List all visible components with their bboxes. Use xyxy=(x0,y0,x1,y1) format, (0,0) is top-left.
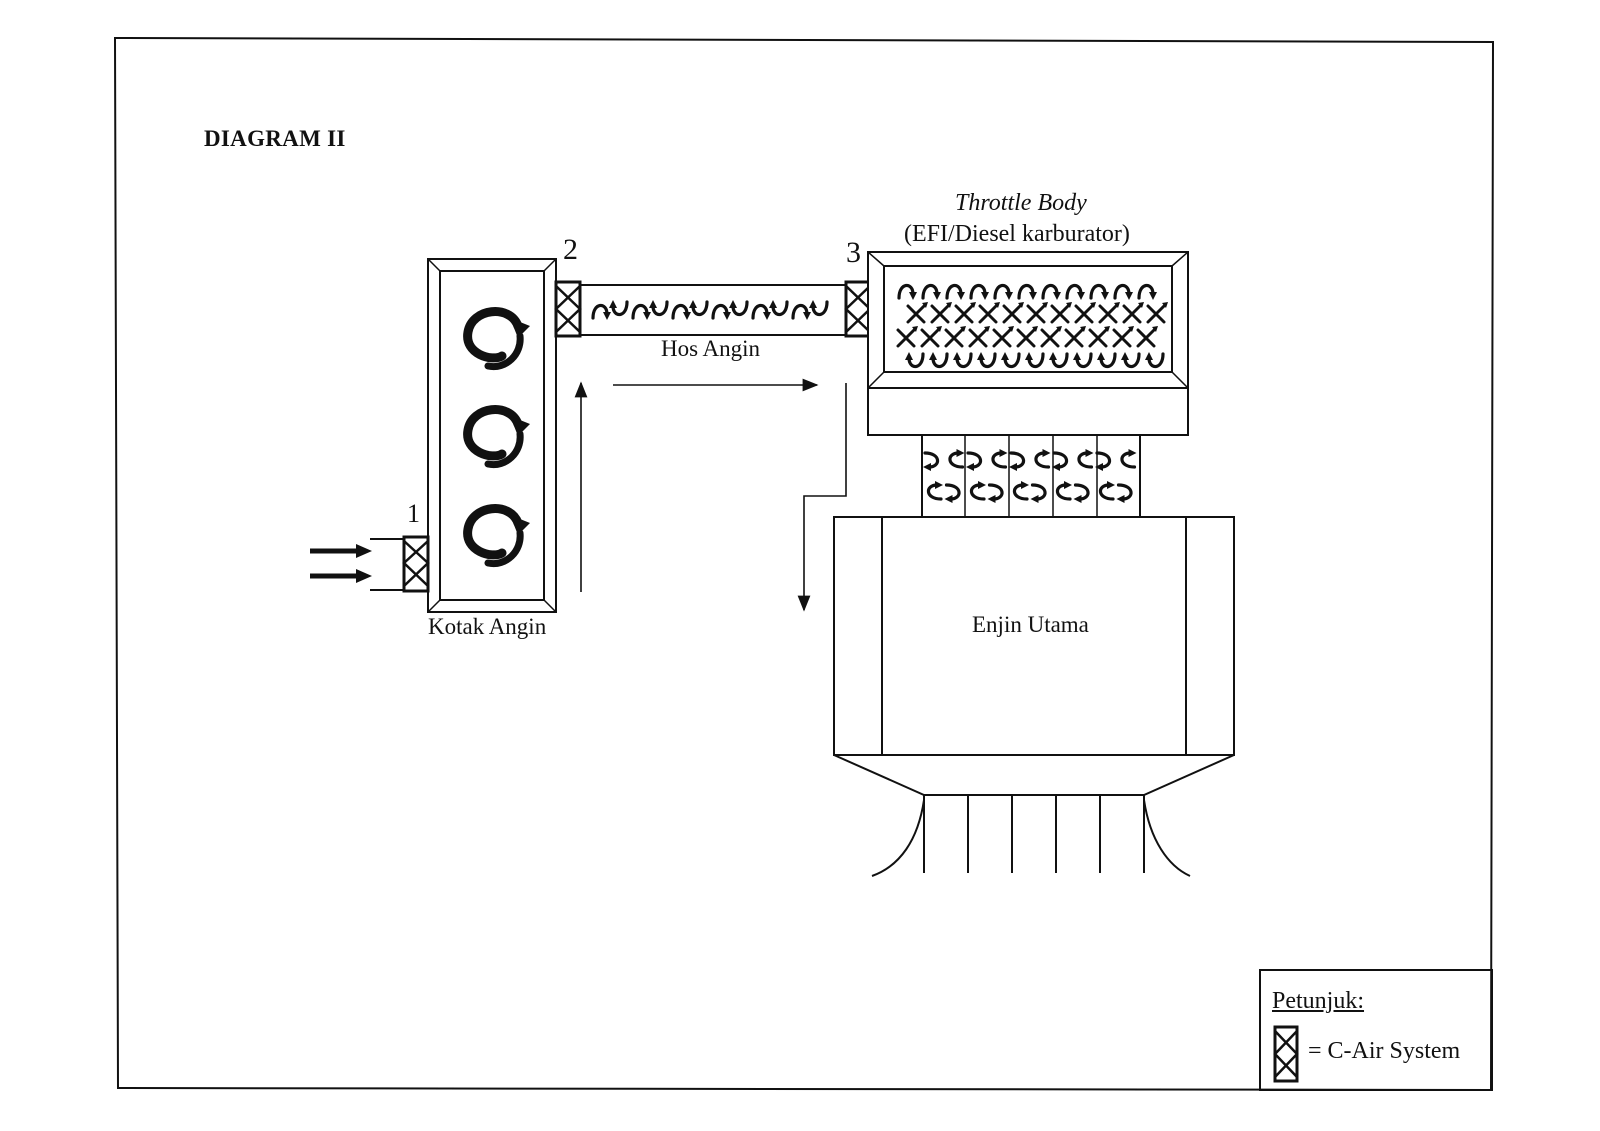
exhaust-pipes xyxy=(871,795,1191,877)
hos-angin-label: Hos Angin xyxy=(661,336,761,361)
filter-number-2: 2 xyxy=(563,233,578,266)
airflow-wave-icon xyxy=(807,298,829,317)
filter-2 xyxy=(554,280,582,338)
airflow-wave-icon xyxy=(751,303,773,322)
airflow-wave-icon xyxy=(631,303,653,322)
airflow-wave-icon xyxy=(727,298,749,317)
hose-airflow xyxy=(591,298,829,322)
airflow-wave-icon xyxy=(591,303,613,322)
flow-arrow-down xyxy=(797,383,847,612)
airflow-wave-icon xyxy=(607,298,629,317)
airflow-wave-icon xyxy=(711,303,733,322)
c-air-filter-icon xyxy=(1273,1025,1299,1083)
throttle-body-label: Throttle Body xyxy=(955,190,1087,216)
airflow-wave-icon xyxy=(687,298,709,317)
kotak-angin-label: Kotak Angin xyxy=(428,614,547,639)
throttle-body xyxy=(867,251,1189,436)
intake-arrow-icon xyxy=(310,544,372,583)
intake-manifold xyxy=(921,434,1141,518)
airflow-wave-icon xyxy=(647,298,669,317)
legend-title: Petunjuk: xyxy=(1272,988,1365,1014)
enjin-utama-label: Enjin Utama xyxy=(972,612,1089,637)
kotak-angin-box xyxy=(427,258,557,613)
filter-number-1: 1 xyxy=(407,499,420,528)
hos-angin-hose xyxy=(579,284,846,336)
inlet-duct xyxy=(370,535,430,593)
airflow-wave-icon xyxy=(791,303,813,322)
throttle-body-sublabel: (EFI/Diesel karburator) xyxy=(904,221,1130,247)
enjin-utama-block xyxy=(833,516,1235,796)
legend-box xyxy=(1259,969,1493,1091)
diagram-title: DIAGRAM II xyxy=(204,126,346,151)
airflow-wave-icon xyxy=(671,303,693,322)
airflow-wave-icon xyxy=(767,298,789,317)
filter-3 xyxy=(844,280,872,338)
filter-number-3: 3 xyxy=(846,236,861,269)
legend-item-label: = C-Air System xyxy=(1308,1038,1461,1064)
